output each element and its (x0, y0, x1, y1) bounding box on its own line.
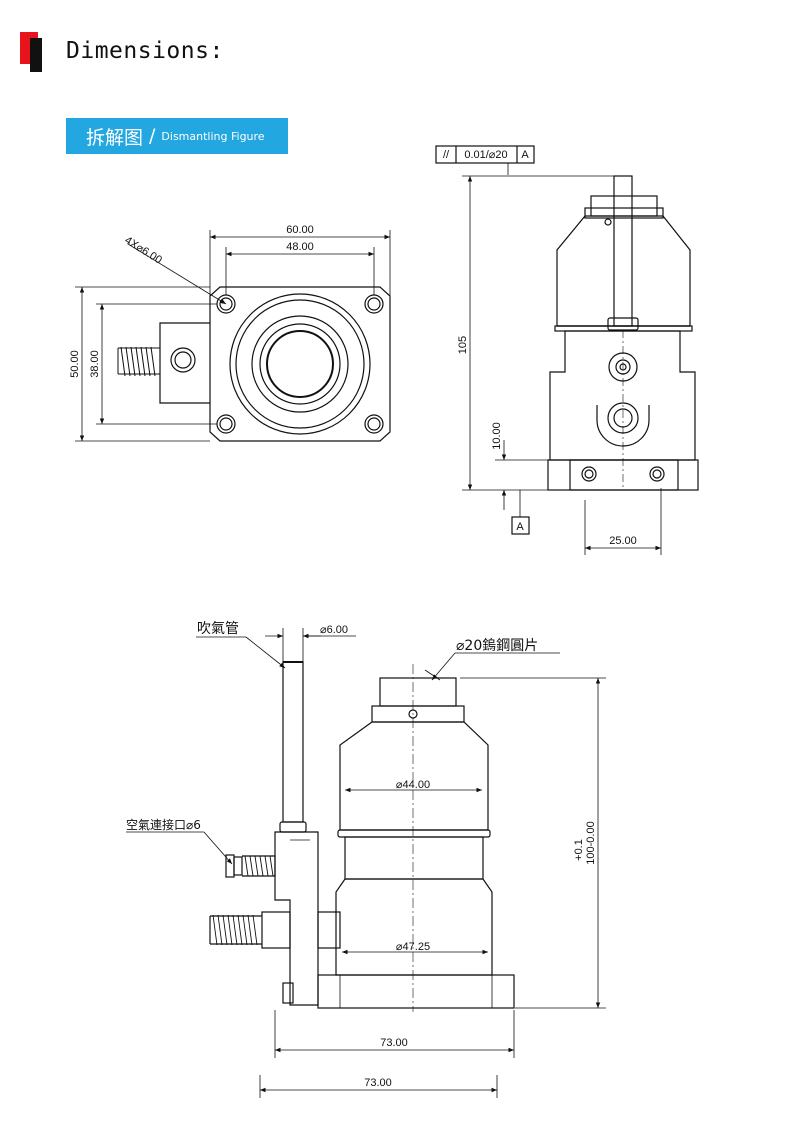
side-view-lower-block (549, 330, 696, 461)
top-view-dimensions (75, 230, 391, 442)
height-main: 100-0.00 (585, 821, 597, 864)
tube-diameter: ⌀6.00 (320, 624, 348, 636)
insert-label: ⌀20鎢鋼圓片 (456, 638, 538, 654)
lower-thread (209, 911, 341, 949)
top-view-side-block (159, 322, 210, 404)
banner-title-en: Dismantling Figure (161, 129, 265, 143)
side-view (435, 145, 699, 555)
side-view-dimensions (462, 175, 662, 555)
datum-label: A (516, 521, 524, 533)
top-view-hole (364, 414, 384, 434)
lower-cylinder (335, 878, 493, 976)
side-view-width: 25.00 (609, 535, 637, 547)
blow-tube-label: 吹氣管 (197, 621, 239, 637)
banner-separator: / (149, 125, 156, 147)
air-port-label: 空氣連接口⌀6 (126, 817, 201, 832)
top-view-body (209, 286, 391, 442)
air-port-fitting (225, 854, 276, 878)
top-view-holes-callout: 4X⌀6.00 (122, 234, 164, 266)
top-view-thread (117, 346, 160, 377)
side-view-rod (613, 175, 633, 327)
front-view (126, 628, 606, 1098)
top-view-width-inner: 48.00 (286, 241, 314, 253)
section-banner: 拆解图 / Dismantling Figure (66, 118, 288, 154)
bracket (274, 831, 319, 1006)
top-view-height-inner: 38.00 (89, 350, 101, 378)
width-a: 73.00 (380, 1037, 408, 1049)
top-view-ring (229, 293, 371, 435)
banner-title-cn: 拆解图 (86, 126, 144, 149)
top-view-width-outer: 60.00 (286, 224, 314, 236)
header-mark-black (30, 38, 42, 72)
base-plate (317, 974, 515, 1009)
front-view-dimensions (126, 628, 606, 1098)
top-view (75, 230, 391, 442)
lower-diameter: ⌀47.25 (396, 941, 430, 953)
top-view-port (170, 347, 196, 373)
blow-tube (282, 661, 304, 823)
side-view-upper-housing (556, 215, 691, 327)
side-view-base-height: 10.00 (491, 422, 503, 450)
top-cap (379, 677, 457, 707)
upper-diameter: ⌀44.00 (396, 779, 430, 791)
tolerance-frame (435, 145, 535, 164)
upper-cylinder (339, 721, 489, 831)
page-title: Dimensions: (66, 38, 224, 64)
tolerance-value: 0.01/⌀20 (464, 149, 507, 161)
datum-box (511, 516, 530, 535)
height-tolerance: +0.1 (573, 839, 585, 861)
tolerance-symbol: // (443, 149, 450, 161)
width-b: 73.00 (364, 1077, 392, 1089)
side-view-height: 105 (457, 336, 469, 354)
header-mark (20, 32, 44, 72)
top-view-height-outer: 50.00 (69, 350, 81, 378)
tolerance-reference: A (521, 149, 529, 161)
side-view-stem (590, 195, 658, 217)
middle-neck (344, 836, 484, 880)
